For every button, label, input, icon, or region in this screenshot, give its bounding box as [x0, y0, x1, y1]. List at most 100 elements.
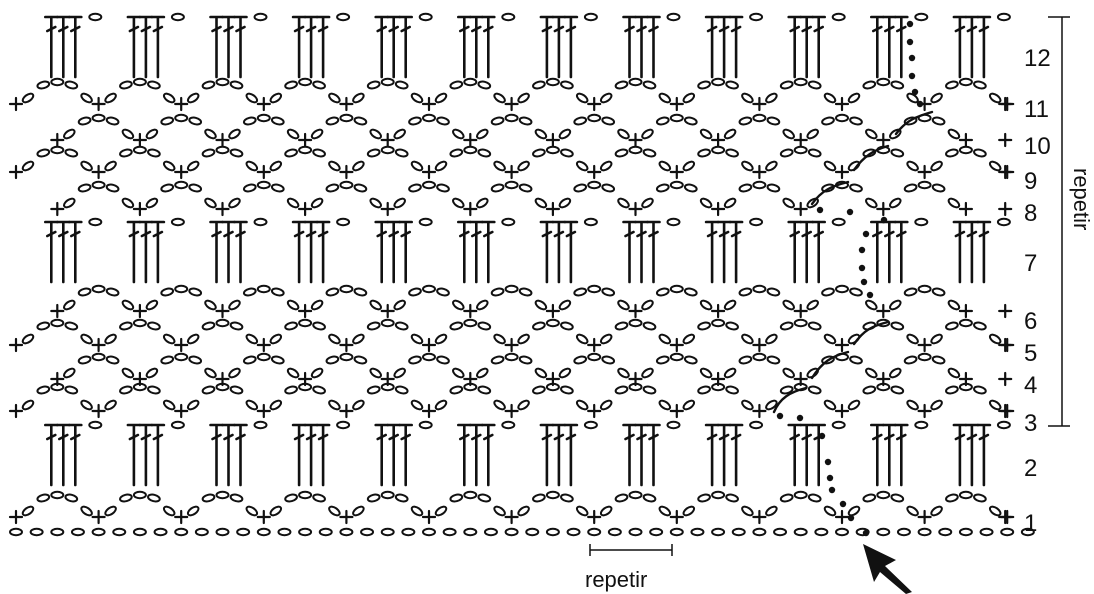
double-crochet [374, 15, 389, 79]
slip-stitch [911, 88, 919, 96]
chain-stitch [436, 116, 450, 126]
single-crochet [958, 201, 973, 217]
chain-stitch [649, 527, 664, 537]
chain-stitch [339, 284, 354, 294]
single-crochet [504, 337, 519, 353]
chain-stitch [889, 197, 902, 209]
chain-stitch [765, 505, 778, 517]
chain-stitch [229, 385, 244, 395]
chain-stitch [807, 80, 822, 90]
chain-stitch [104, 333, 117, 345]
double-crochet [716, 423, 732, 487]
chain-stitch [369, 299, 382, 311]
chain-stitch [91, 284, 106, 294]
chain-stitch [903, 116, 918, 126]
chain-stitch [204, 367, 217, 379]
slip-stitch [860, 278, 868, 286]
chain-stitch [452, 128, 465, 140]
chain-stitch [477, 148, 492, 158]
chain-stitch [835, 113, 849, 123]
single-crochet [421, 164, 437, 180]
chain-stitch [112, 527, 127, 537]
double-crochet [704, 423, 720, 487]
chain-stitch [215, 318, 230, 328]
chain-stitch [558, 128, 572, 140]
chain-stitch [573, 116, 588, 126]
double-crochet [882, 220, 897, 284]
chain-stitch [741, 505, 754, 517]
chain-stitch [903, 355, 918, 365]
chain-stitch [490, 287, 505, 297]
chain-stitch [766, 355, 781, 365]
double-crochet [894, 220, 909, 284]
chain-stitch [270, 183, 285, 193]
double-crochet [952, 423, 968, 487]
chain-stitch [711, 527, 726, 537]
chain-stitch [242, 116, 257, 126]
chain-stitch [132, 77, 147, 87]
chain-stitch [393, 197, 406, 209]
chain-stitch [973, 385, 987, 395]
chain-stitch [201, 321, 216, 331]
chain-stitch [683, 355, 698, 365]
single-crochet [8, 164, 24, 180]
chain-stitch [145, 197, 159, 209]
single-crochet [50, 303, 65, 319]
chain-stitch [64, 493, 79, 503]
chain-stitch [194, 527, 209, 537]
chain-stitch [641, 197, 654, 209]
chain-stitch [215, 527, 230, 537]
chain-stitch [666, 217, 681, 227]
double-crochet [634, 15, 649, 79]
chain-stitch [793, 77, 808, 87]
chain-stitch [876, 318, 891, 328]
chain-stitch [434, 505, 448, 517]
chain-stitch [298, 318, 313, 328]
double-crochet [716, 220, 732, 284]
chain-stitch [518, 355, 533, 365]
chain-stitch [256, 352, 271, 362]
single-crochet [8, 509, 24, 525]
double-crochet [728, 15, 744, 79]
chain-stitch [876, 77, 891, 87]
chain-stitch [947, 299, 961, 311]
chain-stitch [147, 80, 161, 90]
chain-stitch [121, 367, 135, 379]
chain-stitch [614, 80, 629, 90]
chain-stitch [318, 527, 333, 537]
single-crochet [215, 371, 230, 387]
chain-stitch [353, 183, 368, 193]
chain-stitch [847, 92, 861, 104]
double-crochet [964, 15, 980, 79]
chain-stitch [236, 527, 251, 537]
chain-stitch [253, 420, 268, 430]
double-crochet [68, 423, 83, 487]
chain-stitch [807, 385, 822, 395]
chain-stitch [823, 92, 837, 104]
single-crochet [628, 303, 643, 319]
double-crochet [646, 220, 661, 284]
chain-stitch [422, 352, 436, 362]
chain-stitch [132, 318, 147, 328]
chain-stitch [779, 148, 794, 158]
single-crochet [132, 201, 147, 217]
double-crochet [704, 15, 720, 79]
chain-stitch [312, 385, 326, 395]
chain-stitch [642, 148, 657, 158]
chain-stitch [352, 160, 365, 172]
chain-stitch [286, 367, 300, 379]
horizontal-repeat-bracket [589, 544, 673, 556]
chain-stitch [88, 217, 103, 227]
chain-stitch [945, 148, 959, 158]
double-crochet [481, 15, 496, 79]
chain-stitch [452, 367, 465, 379]
chain-stitch [366, 493, 381, 503]
row-number-8: 8 [1024, 200, 1037, 227]
chain-stitch [518, 183, 533, 193]
chain-stitch [70, 527, 85, 537]
chain-stitch [973, 80, 987, 90]
stitch-grid [8, 12, 1035, 537]
chain-stitch [50, 145, 65, 155]
double-crochet [787, 220, 802, 284]
slip-stitch [776, 412, 784, 420]
